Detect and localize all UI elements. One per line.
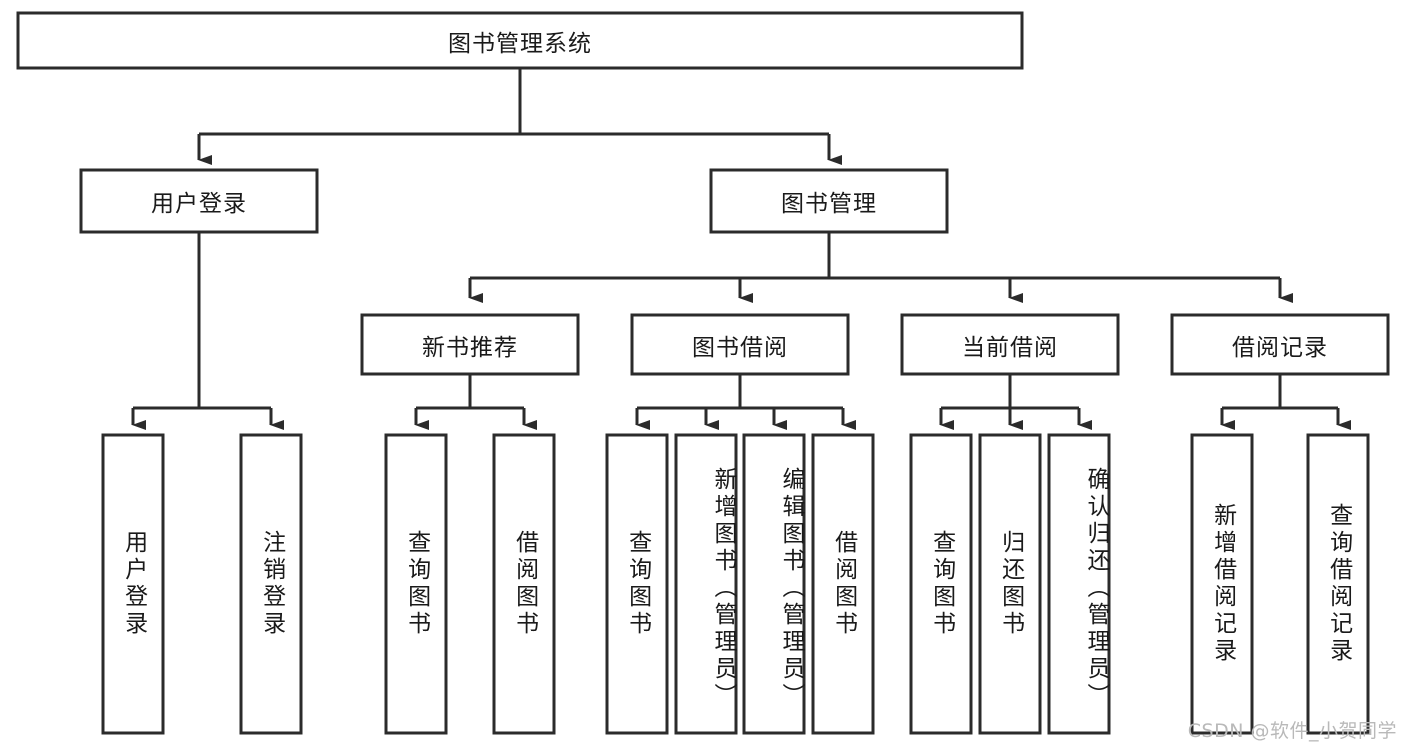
leaf-box-edit-book[interactable] xyxy=(742,433,806,735)
node-label-book-borrow: 图书借阅 xyxy=(692,334,788,361)
leaf-box-add-book[interactable] xyxy=(674,433,738,735)
node-label-user-login: 用户登录 xyxy=(151,191,247,217)
node-box-new-book-recommend[interactable] xyxy=(360,313,580,376)
leaf-box-user-login[interactable] xyxy=(101,433,165,735)
leaf-box-query-books-2[interactable] xyxy=(605,433,669,735)
leaf-label-return-books: 归还图书 xyxy=(997,530,1024,638)
node-label-current-borrow: 当前借阅 xyxy=(962,334,1058,361)
leaf-label-logout: 注销登录 xyxy=(258,530,285,638)
node-box-root[interactable] xyxy=(16,11,1024,70)
leaf-label-user-login: 用户登录 xyxy=(120,530,147,638)
leaf-label-query-books-3: 查询图书 xyxy=(928,530,955,638)
watermark-text: CSDN @软件_小贺同学 xyxy=(1187,720,1397,742)
leaf-label-add-record: 新增借阅记录 xyxy=(1209,503,1236,665)
leaf-label-query-books-2: 查询图书 xyxy=(624,530,651,638)
node-label-root: 图书管理系统 xyxy=(448,30,592,57)
node-label-book-management: 图书管理 xyxy=(781,191,877,217)
node-box-borrow-records[interactable] xyxy=(1170,313,1390,376)
node-box-book-management[interactable] xyxy=(709,168,949,234)
leaf-label-add-book: 新增图书（管理员） xyxy=(710,466,736,710)
node-label-borrow-records: 借阅记录 xyxy=(1232,334,1328,361)
node-box-current-borrow[interactable] xyxy=(900,313,1120,376)
node-label-new-book-recommend: 新书推荐 xyxy=(422,334,518,361)
leaf-box-query-books-1[interactable] xyxy=(384,433,448,735)
leaf-box-query-books-3[interactable] xyxy=(909,433,973,735)
leaf-box-logout[interactable] xyxy=(239,433,303,735)
leaf-label-borrow-books-1: 借阅图书 xyxy=(511,530,538,638)
leaf-box-add-record[interactable] xyxy=(1190,433,1254,735)
leaf-box-return-books[interactable] xyxy=(978,433,1042,735)
leaf-label-confirm-return: 确认归还（管理员） xyxy=(1083,466,1109,710)
node-box-book-borrow[interactable] xyxy=(630,313,850,376)
leaf-box-borrow-books-1[interactable] xyxy=(492,433,556,735)
leaf-box-query-record[interactable] xyxy=(1306,433,1370,735)
leaf-label-borrow-books-2: 借阅图书 xyxy=(830,530,857,638)
leaf-label-edit-book: 编辑图书（管理员） xyxy=(778,466,804,710)
leaf-box-confirm-return[interactable] xyxy=(1047,433,1111,735)
leaf-label-query-record: 查询借阅记录 xyxy=(1325,503,1352,665)
leaf-label-query-books-1: 查询图书 xyxy=(403,530,430,638)
leaf-box-borrow-books-2[interactable] xyxy=(811,433,875,735)
